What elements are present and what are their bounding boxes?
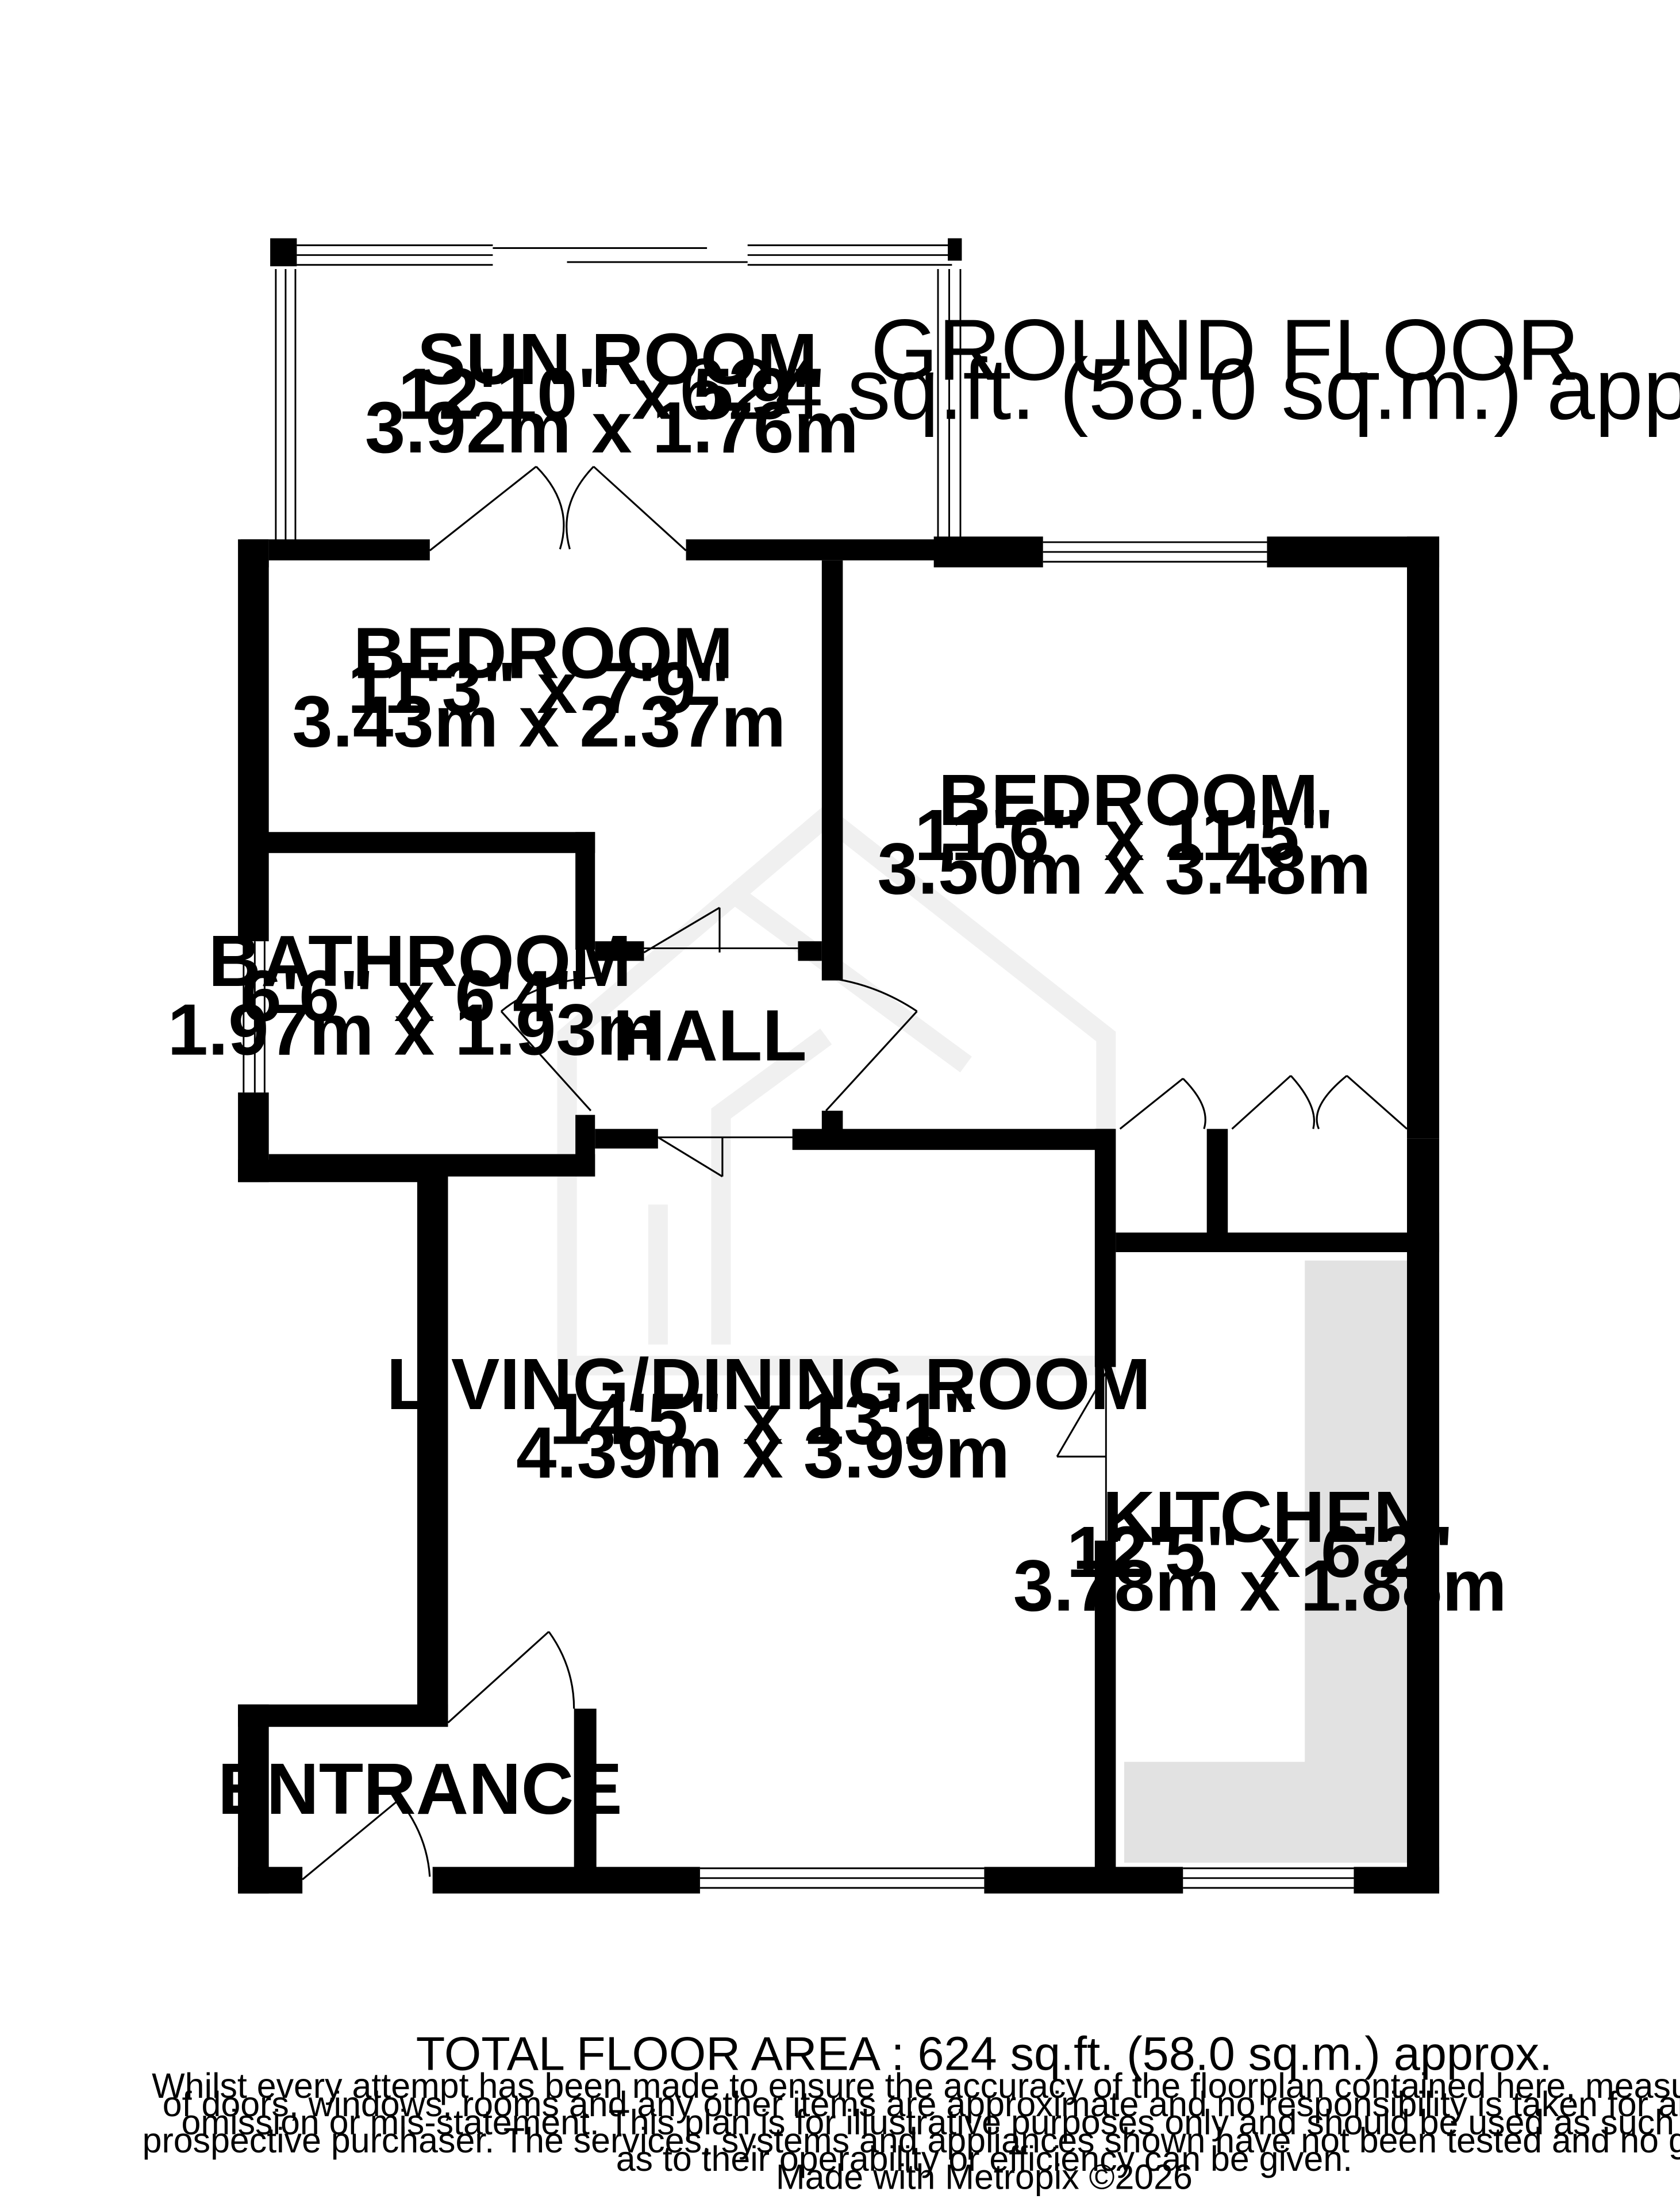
disclaimer-line: of doors, windows, rooms and any other i… [163,2085,1680,2124]
room-dimensions-imperial: 12'10" x 5'9" [398,353,826,435]
room-dimensions-metric: 4.39m x 3.99m [516,1411,1010,1493]
room-dimensions-imperial: 12'5" x 6'2" [1067,1511,1454,1592]
room-name: SUN ROOM [417,318,818,400]
room-dimensions-imperial: 6'6" x 6'4" [241,955,588,1037]
room-name: BEDROOM [353,612,733,693]
room-dimensions-metric: 1.97m x 1.93m [167,989,661,1070]
doors [302,466,1408,1881]
disclaimer-line: prospective purchaser. The services, sys… [143,2121,1680,2160]
room-dimensions-metric: 3.43m x 2.37m [292,681,786,762]
room-sun-room: SUN ROOM 12'10" x 5'9" 3.92m x 1.76m [365,318,859,468]
windows [243,244,1354,1889]
room-hall: HALL [613,994,807,1076]
room-bedroom-1: BEDROOM 11'3" x 7'9" 3.43m x 2.37m [292,612,786,762]
walls [238,238,1440,1894]
total-floor-area: TOTAL FLOOR AREA : 624 sq.ft. (58.0 sq.m… [416,2027,1552,2081]
room-kitchen: KITCHEN 12'5" x 6'2" 3.78m x 1.88m [1013,1476,1507,1626]
room-dimensions-metric: 3.78m x 1.88m [1013,1545,1507,1626]
room-name: LIVING/DINING ROOM [386,1343,1151,1425]
room-dimensions-imperial: 11'6" x 11'5" [914,794,1334,876]
disclaimer-line: as to their operability or efficiency ca… [616,2139,1352,2178]
watermark-logo [557,804,1116,1376]
room-bathroom: BATHROOM 6'6" x 6'4" 1.97m x 1.93m [167,920,661,1070]
room-name: BATHROOM [209,920,632,1001]
room-dimensions-metric: 3.92m x 1.76m [365,386,859,468]
room-name: ENTRANCE [218,1748,622,1829]
room-dimensions-imperial: 11'3" x 7'9" [348,647,731,728]
kitchen-counter [1124,1260,1409,1863]
floor-title: GROUND FLOOR [871,301,1579,398]
room-dimensions-metric: 3.50m x 3.48m [877,827,1371,909]
room-dimensions-imperial: 14'5" x 13'1" [549,1378,977,1460]
room-entrance: ENTRANCE [218,1748,622,1829]
room-name: BEDROOM [939,759,1318,841]
room-name: KITCHEN [1102,1476,1426,1557]
room-name: HALL [613,994,807,1076]
room-bedroom-2: BEDROOM 11'6" x 11'5" 3.50m x 3.48m [877,759,1371,909]
floor-area: 624 sq.ft. (58.0 sq.m.) approx. [678,341,1680,438]
disclaimer-line: omission or mis-statement. This plan is … [182,2103,1680,2142]
disclaimer: Whilst every attempt has been made to en… [143,2066,1680,2196]
credit: Made with Metropix ©2026 [776,2158,1193,2197]
disclaimer-line: Whilst every attempt has been made to en… [152,2066,1680,2105]
room-living-dining: LIVING/DINING ROOM 14'5" x 13'1" 4.39m x… [386,1343,1151,1493]
